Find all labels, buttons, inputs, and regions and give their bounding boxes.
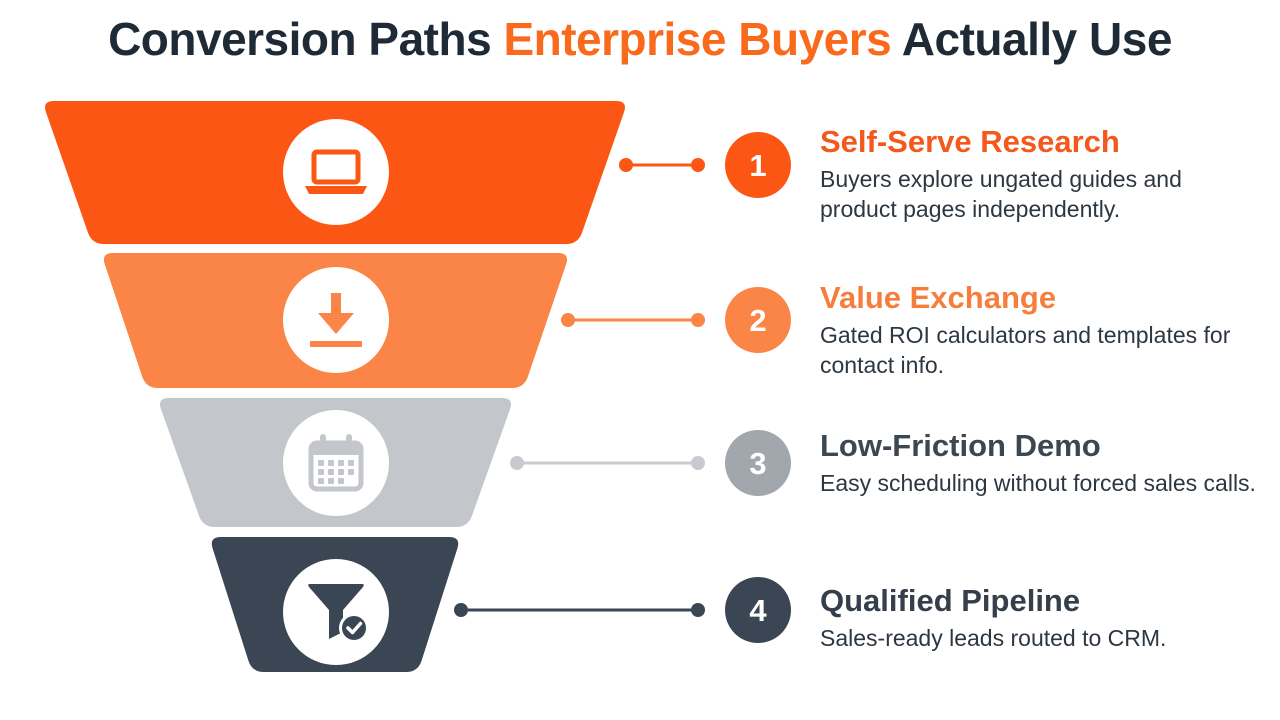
step-3-description: Easy scheduling without forced sales cal… xyxy=(820,470,1256,496)
connector-dot xyxy=(691,456,705,470)
connector-dot xyxy=(619,158,633,172)
page-title: Conversion Paths Enterprise Buyers Actua… xyxy=(0,12,1280,66)
step-2-title: Value Exchange xyxy=(820,280,1057,315)
step-1-description: Buyers explore ungated guides and produc… xyxy=(820,166,1182,222)
stage-3-icon-circle xyxy=(283,410,389,516)
stage-1-icon-circle xyxy=(283,119,389,225)
calendar-icon xyxy=(308,434,364,492)
download-icon xyxy=(310,293,362,347)
step-4-text: Qualified Pipeline Sales-ready leads rou… xyxy=(820,583,1260,653)
step-1-number: 1 xyxy=(749,148,766,183)
step-1-badge xyxy=(725,132,791,198)
step-3-text: Low-Friction Demo Easy scheduling withou… xyxy=(820,428,1260,498)
title-part-1: Conversion Paths xyxy=(108,13,492,65)
step-3-title: Low-Friction Demo xyxy=(820,428,1101,463)
connector-dot xyxy=(561,313,575,327)
step-2-description: Gated ROI calculators and templates for … xyxy=(820,322,1231,378)
step-2-number: 2 xyxy=(749,303,766,338)
connector-dot xyxy=(691,603,705,617)
step-4-badge xyxy=(725,577,791,643)
step-4-description: Sales-ready leads routed to CRM. xyxy=(820,625,1167,651)
step-3-badge xyxy=(725,430,791,496)
connector-dot xyxy=(691,158,705,172)
step-1-title: Self-Serve Research xyxy=(820,124,1120,159)
funnel-check-icon xyxy=(308,584,369,643)
step-4-title: Qualified Pipeline xyxy=(820,583,1081,618)
connector-dot xyxy=(691,313,705,327)
step-3-number: 3 xyxy=(749,446,766,481)
connector-dot xyxy=(454,603,468,617)
title-accent: Enterprise Buyers xyxy=(503,13,892,65)
step-2-text: Value Exchange Gated ROI calculators and… xyxy=(820,280,1260,380)
step-1-text: Self-Serve Research Buyers explore ungat… xyxy=(820,124,1260,224)
connector-dot xyxy=(510,456,524,470)
step-2-badge xyxy=(725,287,791,353)
laptop-icon xyxy=(305,149,367,194)
title-part-2: Actually Use xyxy=(901,13,1173,65)
step-4-number: 4 xyxy=(749,593,767,628)
